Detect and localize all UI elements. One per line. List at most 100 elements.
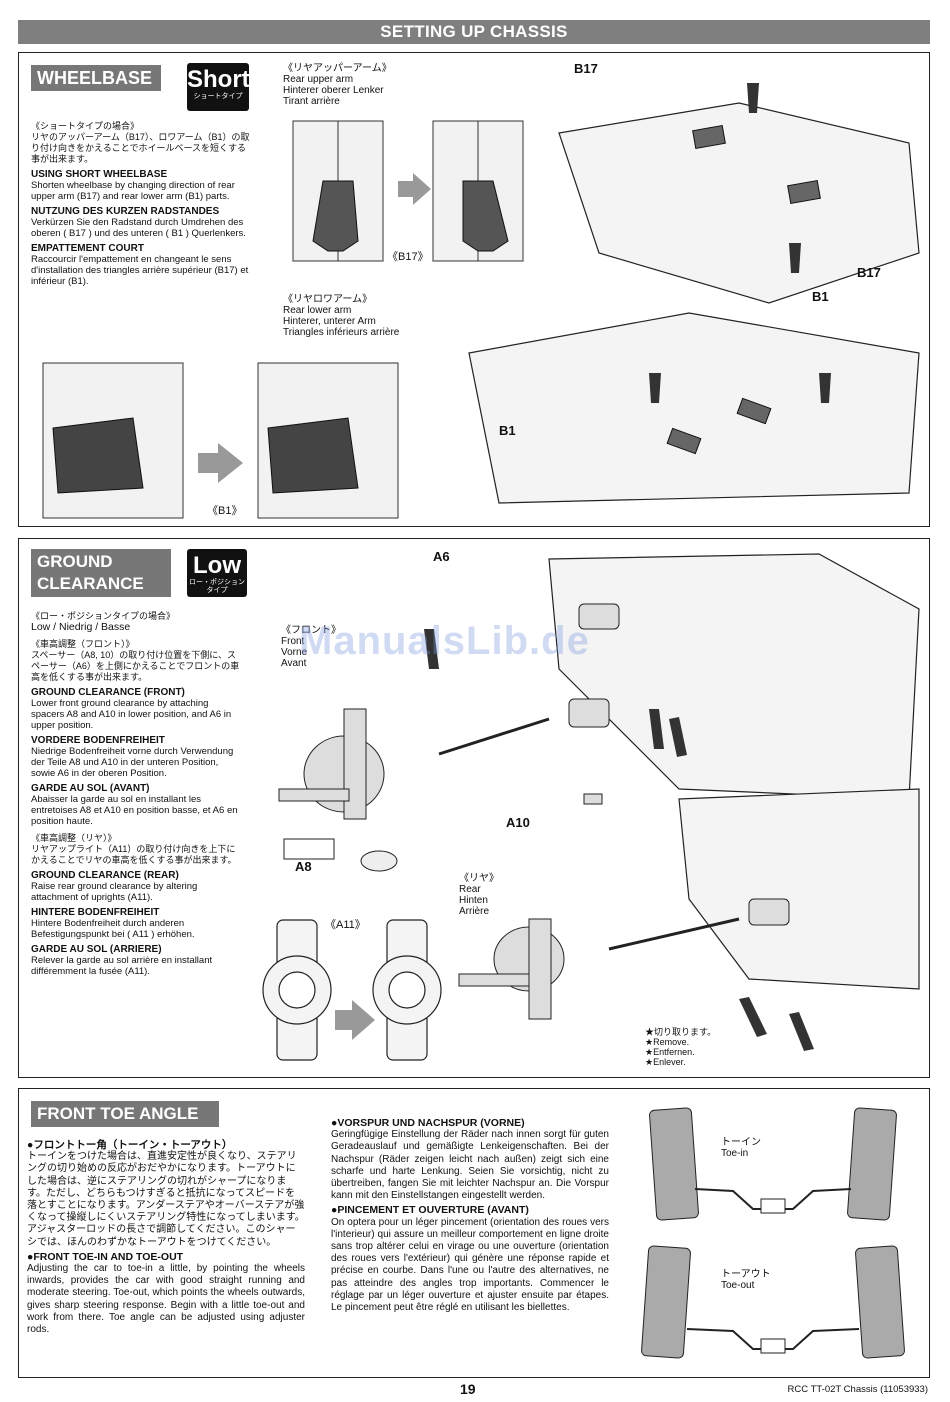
front-fr-body: Abaisser la garde au sol en installant l… xyxy=(31,794,238,827)
toe-jp-head: ●フロントトー角（トーイン・トーアウト） xyxy=(27,1139,233,1151)
front-label-de: Vorne xyxy=(281,647,308,658)
upper-arm-caption: 《リヤアッパーアーム》 Rear upper arm Hinterer ober… xyxy=(283,63,443,107)
toe-jp-body: トーインをつけた場合は、直進安定性が良くなり、ステアリングの切り始めの反応がおだ… xyxy=(27,1151,305,1248)
short-tag-sublabel: ショートタイプ xyxy=(193,93,243,100)
toe-de-head: ●VORSPUR UND NACHSPUR (VORNE) xyxy=(331,1117,525,1129)
rear-jp-head: 《車高調整（リヤ）》 xyxy=(31,833,117,843)
lower-arm-en: Rear lower arm xyxy=(283,305,352,316)
remove-jp: ★切り取ります。 xyxy=(645,1027,717,1037)
ground-lang-line: Low / Niedrig / Basse xyxy=(31,621,131,633)
lower-arm-fr: Triangles inférieurs arrière xyxy=(283,327,400,338)
rear-label: 《リヤ》 Rear Hinten Arrière xyxy=(459,873,529,917)
wheelbase-de-body: Verkürzen Sie den Radstand durch Umdrehe… xyxy=(31,217,246,239)
rear-en-body: Raise rear ground clearance by altering … xyxy=(31,881,198,903)
ground-jp-head: 《ロー・ポジションタイプの場合》 xyxy=(31,611,176,621)
toe-en-head: ●FRONT TOE-IN AND TOE-OUT xyxy=(27,1250,184,1263)
wheelbase-text: 《ショートタイプの場合》 リヤのアッパーアーム（B17）、ロワアーム（B1）の取… xyxy=(31,121,253,287)
wheelbase-en-head: USING SHORT WHEELBASE xyxy=(31,169,168,180)
upper-arm-swap-diagram xyxy=(292,120,524,262)
low-tag-sublabel: ロー・ポジション タイプ xyxy=(189,579,245,594)
rear-fr-head: GARDE AU SOL (ARRIERE) xyxy=(31,944,162,955)
rear-suspension-exploded xyxy=(468,83,920,504)
label-a6: A6 xyxy=(433,549,450,564)
front-label: 《フロント》 Front Vorne Avant xyxy=(281,625,351,669)
short-tag-label: Short xyxy=(187,66,250,93)
wheelbase-fr-body: Raccourcir l'empattement en changeant le… xyxy=(31,254,249,287)
toe-diagram xyxy=(641,1107,905,1359)
rear-label-en: Rear xyxy=(459,884,481,895)
header-bar: SETTING UP CHASSIS xyxy=(18,20,930,44)
toe-out-en: Toe-out xyxy=(721,1280,755,1291)
toe-fr-body: On optera pour un léger pincement (orien… xyxy=(331,1216,609,1314)
lower-arm-swap-diagram xyxy=(42,362,399,519)
rear-de-body: Hintere Bodenfreiheit durch anderen Befe… xyxy=(31,918,195,940)
wheelbase-title: WHEELBASE xyxy=(31,65,161,91)
rear-label-jp: 《リヤ》 xyxy=(459,873,499,884)
rear-label-fr: Arrière xyxy=(459,906,490,917)
ground-text: 《ロー・ポジションタイプの場合》 Low / Niedrig / Basse 《… xyxy=(31,611,243,977)
upper-arm-fr: Tirant arrière xyxy=(283,96,340,107)
upper-arm-jp: 《リヤアッパーアーム》 xyxy=(283,63,392,74)
toe-de-body: Geringfügige Einstellung der Räder nach … xyxy=(331,1129,609,1202)
front-label-en: Front xyxy=(281,636,305,647)
label-a10: A10 xyxy=(506,815,530,830)
rear-en-head: GROUND CLEARANCE (REAR) xyxy=(31,870,179,881)
toe-out-jp: トーアウト xyxy=(721,1269,771,1280)
page-number: 19 xyxy=(460,1381,476,1397)
toe-col-left: ●フロントトー角（トーイン・トーアウト） トーインをつけた場合は、直進安定性が良… xyxy=(27,1139,305,1336)
rear-fr-body: Relever la garde au sol arrière en insta… xyxy=(31,955,213,977)
remove-en: ★Remove. xyxy=(645,1037,690,1047)
wheelbase-fr-head: EMPATTEMENT COURT xyxy=(31,243,144,254)
front-label-fr: Avant xyxy=(281,658,307,669)
rear-suspension-diagram xyxy=(458,788,920,1051)
ground-title-line2: CLEARANCE xyxy=(37,574,144,593)
rear-jp-body: リヤアップライト（A11）の取り付け向きを上下にかえることでリヤの車高を低くする… xyxy=(31,844,237,865)
page-title: SETTING UP CHASSIS xyxy=(380,22,568,41)
lower-arm-de: Hinterer, unterer Arm xyxy=(283,316,376,327)
short-tag: Short ショートタイプ xyxy=(187,63,250,111)
ground-clearance-panel: GROUND CLEARANCE Low ロー・ポジション タイプ 《ロー・ポジ… xyxy=(18,538,930,1078)
toe-angle-title: FRONT TOE ANGLE xyxy=(31,1101,219,1127)
label-b1-left: B1 xyxy=(499,423,516,438)
lower-arm-caption: 《リヤロワアーム》 Rear lower arm Hinterer, unter… xyxy=(283,294,463,338)
remove-de: ★Entfernen. xyxy=(645,1047,695,1057)
toe-out-label: トーアウト Toe-out xyxy=(721,1269,771,1291)
front-de-body: Niedrige Bodenfreiheit vorne durch Verwe… xyxy=(31,746,234,779)
a11-upright-diagram xyxy=(262,919,442,1061)
wheelbase-de-head: NUTZUNG DES KURZEN RADSTANDES xyxy=(31,206,220,217)
a11-caption: 《A11》 xyxy=(325,919,366,931)
toe-col-middle: ●VORSPUR UND NACHSPUR (VORNE) Geringfügi… xyxy=(331,1117,609,1314)
toe-fr-head: ●PINCEMENT ET OUVERTURE (AVANT) xyxy=(331,1204,529,1217)
toe-in-en: Toe-in xyxy=(721,1148,749,1159)
front-de-head: VORDERE BODENFREIHEIT xyxy=(31,735,165,746)
toe-angle-panel: FRONT TOE ANGLE ●フロントトー角（トーイン・トーアウト） トーイ… xyxy=(18,1088,930,1378)
wheelbase-jp-head: 《ショートタイプの場合》 xyxy=(31,121,140,131)
label-b1-top: B1 xyxy=(812,289,829,304)
ground-clearance-title: GROUND CLEARANCE xyxy=(31,549,171,597)
lower-arm-jp: 《リヤロワアーム》 xyxy=(283,294,373,305)
document-reference: RCC TT-02T Chassis (11053933) xyxy=(787,1384,928,1395)
remove-fr: ★Enlever. xyxy=(645,1057,686,1067)
rear-label-de: Hinten xyxy=(459,895,488,906)
front-en-body: Lower front ground clearance by attachin… xyxy=(31,698,232,731)
front-en-head: GROUND CLEARANCE (FRONT) xyxy=(31,687,185,698)
label-b17-top: B17 xyxy=(574,61,598,76)
toe-in-jp: トーイン xyxy=(721,1137,761,1148)
wheelbase-panel: WHEELBASE Short ショートタイプ 《ショートタイプの場合》 リヤの… xyxy=(18,52,930,527)
low-tag-label: Low xyxy=(193,552,241,579)
toe-in-label: トーイン Toe-in xyxy=(721,1137,761,1159)
front-jp-head: 《車高調整（フロント）》 xyxy=(31,639,135,649)
front-suspension-diagram xyxy=(278,553,920,872)
b1-caption: 《B1》 xyxy=(207,505,243,517)
remove-note: ★切り取ります。 ★Remove. ★Entfernen. ★Enlever. xyxy=(645,1027,745,1067)
rear-de-head: HINTERE BODENFREIHEIT xyxy=(31,907,160,918)
wheelbase-en-body: Shorten wheelbase by changing direction … xyxy=(31,180,235,202)
wheelbase-jp-body: リヤのアッパーアーム（B17）、ロワアーム（B1）の取り付け向きをかえることでホ… xyxy=(31,132,250,164)
front-jp-body: スペーサー（A8, 10）の取り付け位置を下側に、スペーサー（A6）を上側にかえ… xyxy=(31,650,240,682)
label-b17-bottom: B17 xyxy=(857,265,881,280)
b17-caption: 《B17》 xyxy=(387,251,429,263)
ground-title-line1: GROUND xyxy=(37,552,113,571)
upper-arm-de: Hinterer oberer Lenker xyxy=(283,85,384,96)
toe-en-body: Adjusting the car to toe-in a little, by… xyxy=(27,1263,305,1336)
front-fr-head: GARDE AU SOL (AVANT) xyxy=(31,783,150,794)
